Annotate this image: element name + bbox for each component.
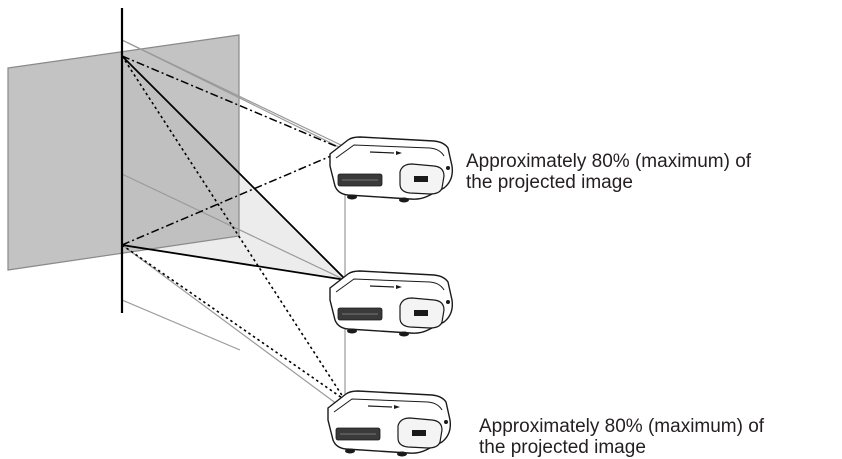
caption-top: Approximately 80% (maximum) of the proje…	[466, 151, 751, 193]
frame-ray-bottom	[121, 244, 346, 411]
projector-bottom	[327, 390, 452, 458]
projector-middle	[329, 270, 454, 338]
caption-bottom-line1: Approximately 80% (maximum) of	[479, 416, 765, 437]
caption-bottom-line2: the projected image	[479, 437, 646, 458]
solid-ray-top	[121, 55, 347, 281]
projector-top	[329, 136, 454, 204]
lower-frame-bracket	[121, 282, 241, 351]
frame-ray-top	[121, 39, 346, 151]
caption-top-line1: Approximately 80% (maximum) of	[466, 151, 752, 172]
projection-screen	[7, 34, 240, 271]
dotted-ray-bottom	[121, 244, 346, 401]
dotted-ray-top	[121, 55, 346, 401]
solid-ray-bottom	[121, 244, 347, 281]
caption-bottom: Approximately 80% (maximum) of the proje…	[479, 416, 764, 458]
caption-top-line2: the projected image	[466, 172, 633, 193]
